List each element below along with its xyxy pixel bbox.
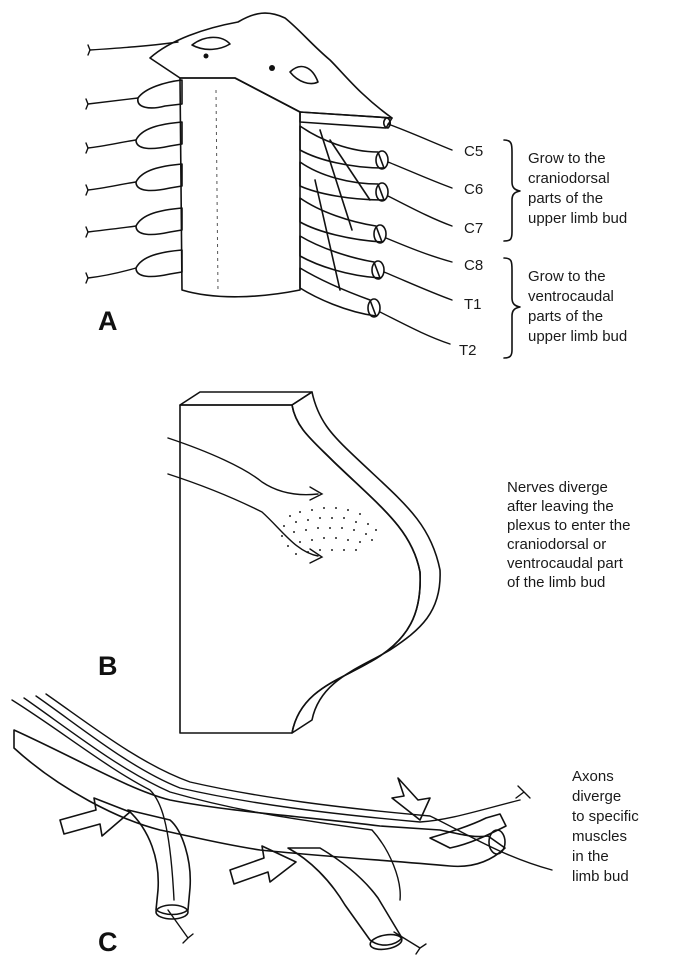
label-c6: C6 <box>464 181 483 198</box>
panel-a-letter: A <box>98 306 118 336</box>
arrow-left <box>60 798 130 836</box>
note-c-line-5: in the <box>572 848 609 865</box>
note-c-line-6: limb bud <box>572 868 629 885</box>
group2-line-1: Grow to the <box>528 268 606 285</box>
central-canal-left <box>204 54 209 59</box>
note-c-line-4: muscles <box>572 828 627 845</box>
right-nerve-roots <box>300 112 452 344</box>
note-b-line-5: ventrocaudal part <box>507 555 624 572</box>
cord-midline <box>216 90 218 292</box>
group2-line-4: upper limb bud <box>528 328 627 345</box>
axon-end-right <box>516 786 530 798</box>
panel-c-letter: C <box>98 927 118 957</box>
panel-b: B Nerves diverge after leaving the plexu… <box>98 392 630 733</box>
note-b-line-3: plexus to enter the <box>507 517 630 534</box>
spinal-level-labels: C5 C6 C7 C8 T1 T2 <box>459 143 483 359</box>
brace-lower <box>504 258 520 358</box>
left-nerve-roots <box>86 42 182 283</box>
label-c8: C8 <box>464 257 483 274</box>
limb-bud-face <box>180 405 420 733</box>
central-canal <box>269 65 275 71</box>
arrow-top <box>392 778 430 820</box>
spinal-cord <box>180 78 300 297</box>
note-c-line-2: diverge <box>572 788 621 805</box>
group1-line-4: upper limb bud <box>528 210 627 227</box>
grey-matter-right <box>290 67 318 84</box>
grey-matter-left <box>192 37 230 49</box>
group1-line-3: parts of the <box>528 190 603 207</box>
group2-line-3: parts of the <box>528 308 603 325</box>
arrowhead-upper <box>310 487 322 500</box>
note-b-line-4: craniodorsal or <box>507 536 606 553</box>
branch-middle <box>288 848 402 945</box>
note-b-line-2: after leaving the <box>507 498 614 515</box>
body-wall-top <box>180 392 312 405</box>
axon-1 <box>12 700 174 900</box>
nerve-upper-arrow-path <box>168 438 318 495</box>
branch-left <box>128 810 190 915</box>
panel-a: C5 C6 C7 C8 T1 T2 Grow to the craniodors… <box>86 13 627 359</box>
panel-c: C Axons diverge to specific muscles in t… <box>12 694 639 957</box>
note-b-line-1: Nerves diverge <box>507 479 608 496</box>
group2-line-2: ventrocaudal <box>528 288 614 305</box>
label-t1: T1 <box>464 296 482 313</box>
axon-end-left <box>168 910 193 943</box>
label-t2: T2 <box>459 342 477 359</box>
panel-b-letter: B <box>98 651 118 681</box>
group1-line-2: craniodorsal <box>528 170 610 187</box>
nerve-lower-arrow-path <box>168 474 318 556</box>
label-c5: C5 <box>464 143 483 160</box>
note-b-line-6: of the limb bud <box>507 574 605 591</box>
note-c-line-1: Axons <box>572 768 614 785</box>
brace-upper <box>504 140 520 241</box>
group1-line-1: Grow to the <box>528 150 606 167</box>
axon-end-middle <box>394 932 426 954</box>
stipple-region <box>281 507 377 555</box>
note-c-line-3: to specific <box>572 808 639 825</box>
label-c7: C7 <box>464 220 483 237</box>
